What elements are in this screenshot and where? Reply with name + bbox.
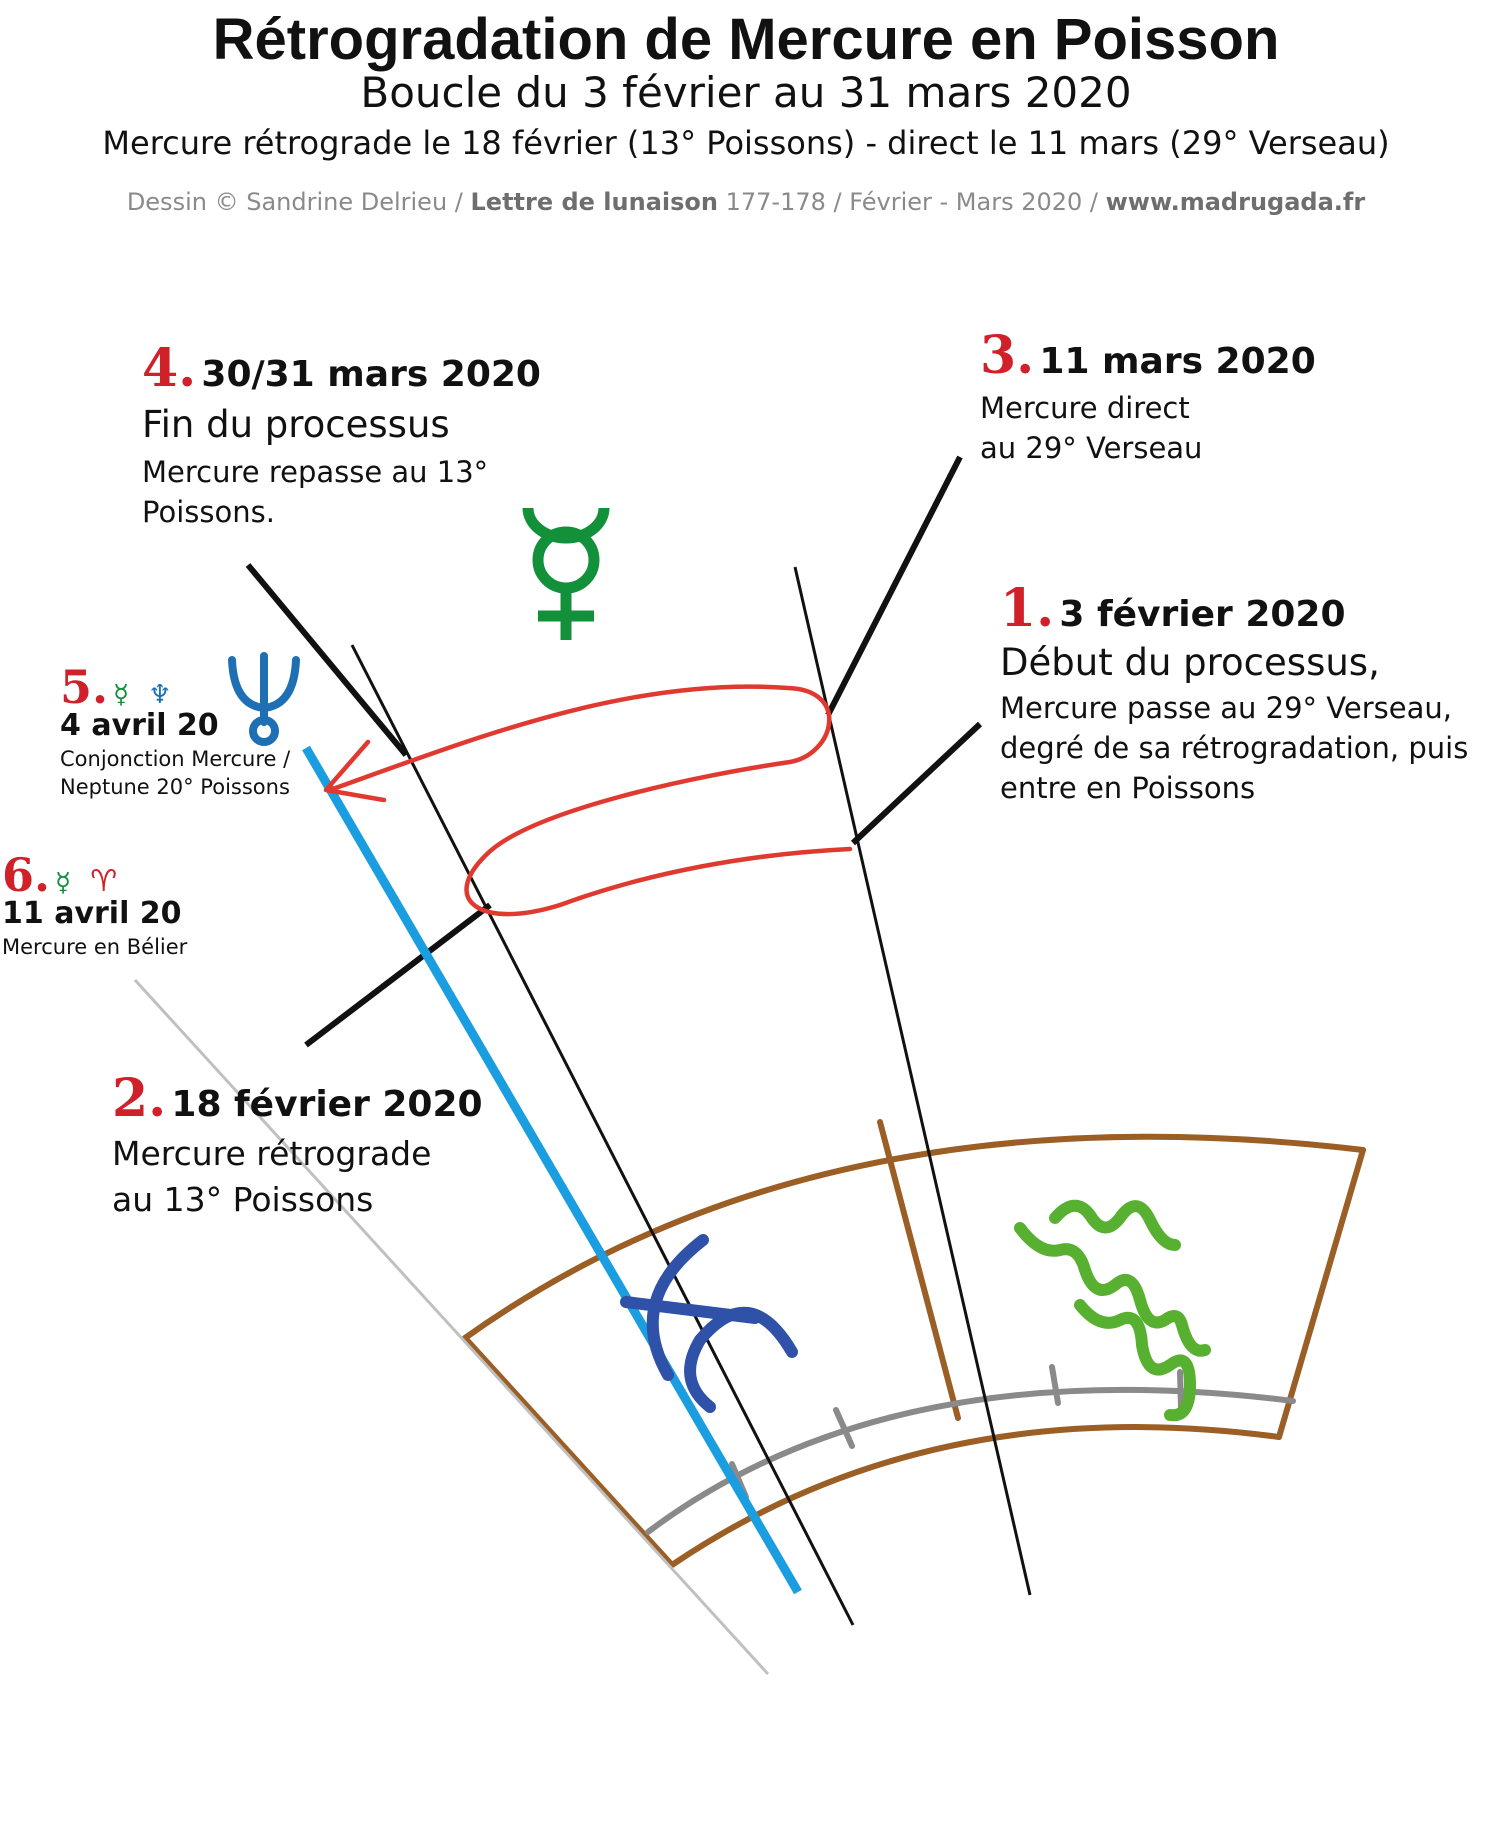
zodiac-left-edge <box>462 1335 675 1568</box>
neptune-icon <box>228 652 300 746</box>
event-6-heading: 6. ☿ ♈ <box>2 848 242 902</box>
event-3-number: 3. <box>980 325 1035 386</box>
aquarius-wave-1 <box>1049 1199 1181 1251</box>
degree-tick <box>833 1407 855 1449</box>
event-4-date: 30/31 mars 2020 <box>201 354 541 395</box>
event-6-line1: Mercure en Bélier <box>2 935 188 959</box>
degree-tick <box>1049 1364 1061 1406</box>
event-6: 6. ☿ ♈ 11 avril 20 Mercure en Bélier <box>2 848 242 961</box>
event-3-heading: 3. 11 mars 2020 <box>980 325 1360 386</box>
event-5: 5. ☿ ♆ 4 avril 20 Conjonction Mercure / … <box>60 660 320 801</box>
line-event-3 <box>825 455 963 717</box>
event-1-line2: degré de sa rétrogradation, puis <box>1000 731 1469 765</box>
aquarius-wave-3 <box>1074 1299 1196 1422</box>
neptune-ring <box>249 716 279 746</box>
event-5-line2: Neptune 20° Poissons <box>60 775 290 799</box>
event-3-line1: Mercure direct <box>980 391 1190 425</box>
mercury-horns <box>522 507 610 544</box>
event-4-heading: 4. 30/31 mars 2020 <box>142 338 542 399</box>
event-1-heading: 1. 3 février 2020 <box>1000 578 1490 639</box>
event-4-title: Fin du processus <box>142 403 450 446</box>
credit-prefix: Dessin © Sandrine Delrieu / <box>126 188 471 216</box>
pisces-icon <box>620 1234 798 1413</box>
zodiac-band <box>462 1119 1366 1568</box>
event-6-date: 11 avril 20 <box>2 896 182 931</box>
event-2-date: 18 février 2020 <box>171 1084 483 1125</box>
event-3-date: 11 mars 2020 <box>1039 341 1316 382</box>
zodiac-right-edge <box>1276 1147 1366 1440</box>
thin-line-right <box>793 566 1032 1596</box>
degree-tick <box>1177 1369 1184 1410</box>
thin-line-left <box>350 644 855 1626</box>
pisces-right-arc <box>684 1306 798 1413</box>
event-5-line1: Conjonction Mercure / <box>60 747 291 771</box>
line-event-4 <box>245 563 409 757</box>
event-6-aries-icon: ♈ <box>90 864 118 899</box>
event-1-line1: Mercure passe au 29° Verseau, <box>1000 691 1452 725</box>
line-event-2 <box>304 902 492 1048</box>
neptune-line <box>302 745 802 1595</box>
credit-site: www.madrugada.fr <box>1105 188 1366 216</box>
degree-band <box>645 1364 1296 1535</box>
event-2-number: 2. <box>112 1068 167 1129</box>
event-4: 4. 30/31 mars 2020 Fin du processus Merc… <box>142 338 542 532</box>
event-5-mercury-icon: ☿ <box>113 680 130 710</box>
zodiac-outer-arc <box>462 1133 1366 1341</box>
pisces-bar <box>620 1296 761 1324</box>
line-event-1 <box>850 721 983 846</box>
event-5-heading: 5. ☿ ♆ <box>60 660 320 714</box>
zodiac-inner-arc <box>669 1424 1282 1568</box>
retrograde-loop <box>327 684 853 917</box>
event-5-number: 5. <box>60 660 109 714</box>
loop-arrowhead <box>323 739 387 803</box>
event-4-line1: Mercure repasse au 13° <box>142 455 489 489</box>
page-title: Rétrogradation de Mercure en Poisson <box>212 7 1280 72</box>
event-2-line1: Mercure rétrograde <box>112 1134 432 1173</box>
event-5-date: 4 avril 20 <box>60 708 219 743</box>
zodiac-divider <box>877 1119 961 1421</box>
aries-line <box>133 978 770 1676</box>
event-1-date: 3 février 2020 <box>1059 594 1346 635</box>
event-1-line3: entre en Poissons <box>1000 771 1256 805</box>
event-3-line2: au 29° Verseau <box>980 431 1203 465</box>
credits: Dessin © Sandrine Delrieu / Lettre de lu… <box>0 188 1492 216</box>
mercury-icon <box>522 507 610 640</box>
event-2-heading: 2. 18 février 2020 <box>112 1068 532 1129</box>
event-6-number: 6. <box>2 848 51 902</box>
event-3: 3. 11 mars 2020 Mercure direct au 29° Ve… <box>980 325 1360 468</box>
event-2-line2: au 13° Poissons <box>112 1180 374 1219</box>
event-5-neptune-icon: ♆ <box>148 680 172 710</box>
event-2: 2. 18 février 2020 Mercure rétrograde au… <box>112 1068 532 1223</box>
aquarius-icon <box>1014 1199 1211 1422</box>
aquarius-wave-2 <box>1014 1222 1211 1357</box>
event-4-line2: Poissons. <box>142 495 275 529</box>
credit-letter: Lettre de lunaison <box>470 188 718 216</box>
subtitle: Boucle du 3 février au 31 mars 2020 <box>360 68 1132 117</box>
event-6-mercury-icon: ☿ <box>55 868 72 898</box>
subtitle-detail: Mercure rétrograde le 18 février (13° Po… <box>102 124 1390 162</box>
event-1-title: Début du processus, <box>1000 641 1380 684</box>
event-1-number: 1. <box>1000 578 1055 639</box>
event-4-number: 4. <box>142 338 197 399</box>
event-1: 1. 3 février 2020 Début du processus, Me… <box>1000 578 1490 808</box>
credit-middle: 177-178 / Février - Mars 2020 / <box>717 188 1106 216</box>
